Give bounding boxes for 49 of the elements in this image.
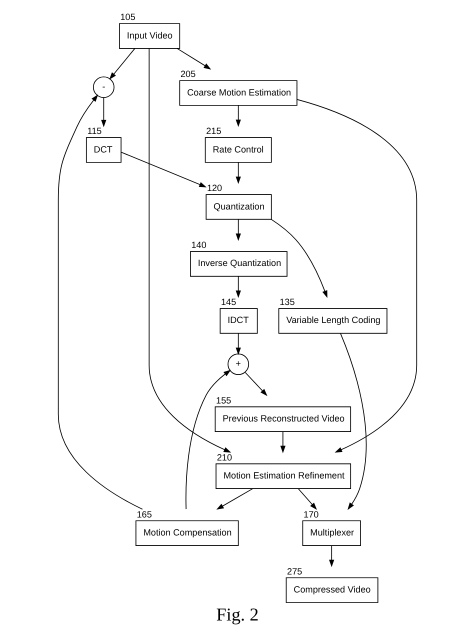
arrow xyxy=(244,372,267,396)
arrow xyxy=(185,370,230,510)
arrow xyxy=(108,48,135,80)
arrow xyxy=(328,545,334,568)
arrow xyxy=(120,152,206,188)
node-circle: + xyxy=(227,354,249,375)
node-label: 165 xyxy=(136,509,152,520)
arrow xyxy=(296,99,417,453)
node-label: 275 xyxy=(286,566,302,576)
arrow xyxy=(340,333,366,510)
node-box: IDCT xyxy=(219,308,258,334)
node-box: DCT xyxy=(85,137,121,163)
node-box: Motion Estimation Refinement xyxy=(215,463,351,489)
node-box: Variable Length Coding xyxy=(278,308,387,334)
node-label: 215 xyxy=(206,126,221,136)
arrow xyxy=(235,219,240,241)
arrow xyxy=(270,218,327,298)
node-label: 210 xyxy=(216,452,232,462)
node-circle: - xyxy=(92,76,114,98)
arrow xyxy=(297,488,316,510)
arrow xyxy=(280,431,286,454)
node-box: Compressed Video xyxy=(285,577,378,603)
caption: Fig. 2 xyxy=(216,604,258,624)
node-box: Coarse Motion Estimation xyxy=(178,80,297,106)
arrow xyxy=(148,48,231,453)
node-box: Quantization xyxy=(205,194,272,220)
node-box: Multiplexer xyxy=(302,520,360,546)
arrow xyxy=(100,97,106,128)
node-label: 155 xyxy=(216,395,231,406)
node-label: 115 xyxy=(86,126,102,136)
node-label: 170 xyxy=(303,509,318,520)
node-label: 145 xyxy=(220,297,236,308)
node-label: 140 xyxy=(190,240,206,250)
node-box: Inverse Quantization xyxy=(190,251,287,277)
arrow xyxy=(235,276,240,298)
node-box: Rate Control xyxy=(204,137,272,163)
node-box: Motion Compensation xyxy=(135,520,238,546)
node-box: Input Video xyxy=(118,23,180,49)
node-label: 205 xyxy=(180,69,196,80)
node-box: Previous Reconstructed Video xyxy=(214,406,351,432)
node-label: 105 xyxy=(120,12,135,22)
arrow xyxy=(235,162,240,184)
node-label: 135 xyxy=(279,297,294,308)
arrow xyxy=(176,48,211,70)
arrow xyxy=(235,332,240,356)
arrow xyxy=(216,488,253,510)
node-label: 120 xyxy=(206,183,222,194)
arrow xyxy=(235,105,240,128)
arrow xyxy=(57,94,142,510)
